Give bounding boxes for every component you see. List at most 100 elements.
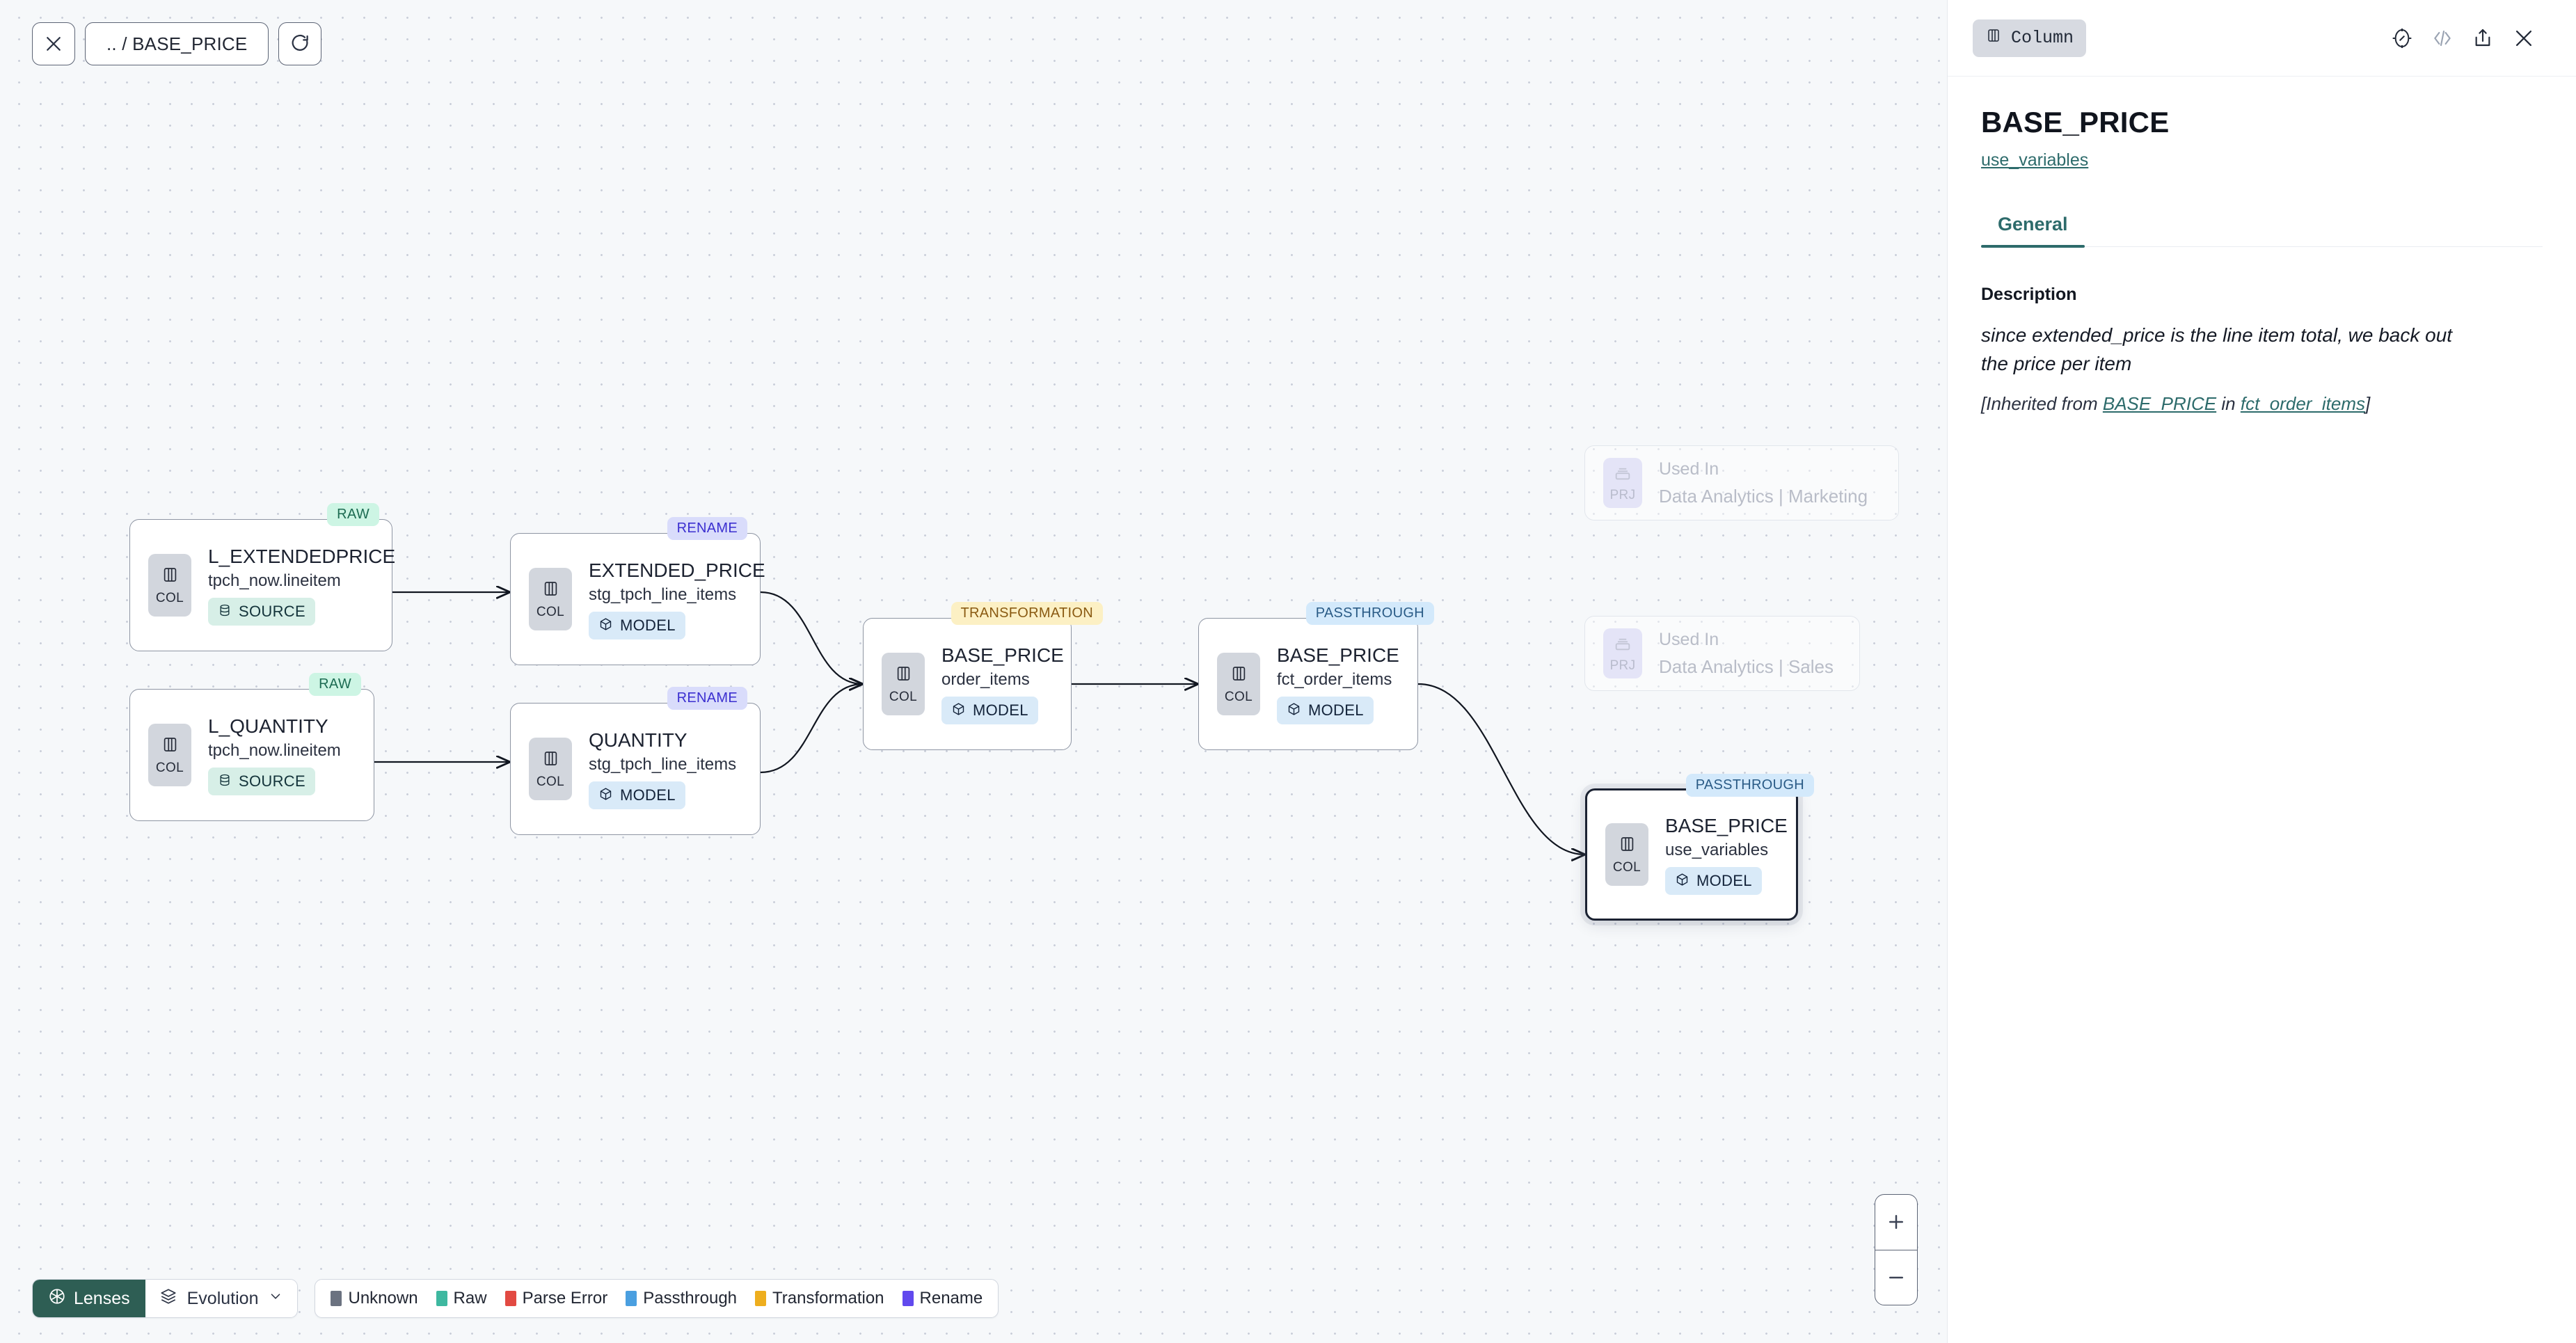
prj-icon-label: PRJ: [1609, 658, 1636, 673]
node-chip-model: MODEL: [1665, 866, 1762, 895]
cube-icon: [598, 617, 613, 635]
lenses-group: Lenses Evolution: [32, 1279, 299, 1318]
col-icon-box: COL: [148, 724, 191, 786]
zoom-out-button[interactable]: [1875, 1250, 1917, 1305]
refresh-button[interactable]: [278, 22, 322, 65]
inherited-column-link[interactable]: BASE_PRICE: [2102, 393, 2217, 415]
column-icon: [161, 734, 180, 758]
prj-icon-box: PRJ: [1603, 628, 1642, 678]
ghost-node-used-in-sales[interactable]: PRJ Used In Data Analytics | Sales: [1584, 616, 1860, 691]
inherited-suffix: ]: [2365, 393, 2371, 415]
ghost-node-subtitle: Data Analytics | Marketing: [1659, 485, 1868, 507]
evolution-label: Evolution: [186, 1288, 259, 1308]
details-panel: Column BASE_PRICE use_variables: [1947, 0, 2576, 1343]
breadcrumb[interactable]: .. / BASE_PRICE: [85, 22, 269, 65]
column-icon: [541, 748, 560, 772]
description-text: since extended_price is the line item to…: [1981, 324, 2453, 374]
canvas-toolbar: .. / BASE_PRICE: [32, 22, 322, 65]
node-order-items[interactable]: TRANSFORMATION COL BASE_PRICE order_item…: [863, 602, 1103, 750]
node-fct-order-items[interactable]: PASSTHROUGH COL BASE_PRICE fct_order_ite…: [1198, 602, 1434, 750]
node-badge-passthrough: PASSTHROUGH: [1305, 602, 1434, 625]
layers-icon: [159, 1287, 177, 1310]
legend-item-raw[interactable]: Raw: [436, 1289, 487, 1308]
legend-swatch: [626, 1291, 637, 1306]
ghost-node-subtitle: Data Analytics | Sales: [1659, 655, 1834, 677]
page-title: BASE_PRICE: [1981, 106, 2170, 138]
node-body: BASE_PRICE use_variables MODEL: [1665, 815, 1788, 895]
node-subtitle: order_items: [941, 669, 1030, 689]
node-subtitle: stg_tpch_line_items: [589, 585, 737, 604]
legend-label: Parse Error: [522, 1289, 608, 1308]
node-quantity[interactable]: RENAME COL QUANTITY stg_tpch_line_items …: [510, 687, 761, 835]
legend-item-unknown[interactable]: Unknown: [331, 1289, 418, 1308]
node-subtitle: use_variables: [1665, 840, 1769, 859]
node-chip-label: SOURCE: [239, 772, 305, 790]
node-title: EXTENDED_PRICE: [589, 559, 765, 581]
zoom-in-button[interactable]: [1875, 1195, 1917, 1250]
model-link[interactable]: use_variables: [1981, 150, 2089, 170]
node-extended-price[interactable]: RENAME COL EXTENDED_PRICE stg_tpch_line_…: [510, 517, 765, 665]
node-chip-label: MODEL: [620, 616, 676, 634]
column-icon: [1985, 26, 2002, 50]
node-body: EXTENDED_PRICE stg_tpch_line_items MODEL: [589, 559, 765, 639]
code-icon[interactable]: [2431, 27, 2454, 49]
node-body: L_QUANTITY tpch_now.lineitem SOURCE: [208, 715, 341, 795]
project-icon: [1612, 633, 1633, 656]
bottom-toolbar: Lenses Evolution Unknown: [32, 1279, 999, 1318]
panel-tabs: General: [1981, 214, 2543, 248]
col-icon-label: COL: [536, 774, 565, 789]
share-icon[interactable]: [2472, 27, 2494, 49]
ghost-node-title: Used In: [1659, 629, 1719, 649]
legend: Unknown Raw Parse Error Passthrough Tran…: [315, 1279, 999, 1318]
ghost-node-used-in-marketing[interactable]: PRJ Used In Data Analytics | Marketing: [1584, 445, 1899, 520]
kind-badge: Column: [1973, 19, 2087, 57]
ghost-node-body: Used In Data Analytics | Marketing: [1659, 459, 1868, 507]
inherited-model-link[interactable]: fct_order_items: [2240, 393, 2366, 415]
close-icon[interactable]: [2512, 26, 2536, 50]
node-badge-raw: RAW: [327, 503, 379, 526]
col-icon-box: COL: [1217, 653, 1260, 715]
aperture-icon: [48, 1287, 66, 1310]
breadcrumb-label: .. / BASE_PRICE: [106, 33, 248, 54]
legend-item-transformation[interactable]: Transformation: [755, 1289, 884, 1308]
description-label: Description: [1981, 285, 2077, 304]
node-l-quantity[interactable]: RAW COL L_QUANTITY tpch_now.lineitem SOU…: [129, 673, 374, 821]
zoom-controls: [1875, 1194, 1918, 1305]
legend-label: Passthrough: [643, 1289, 738, 1308]
cube-icon: [1287, 701, 1301, 720]
close-graph-button[interactable]: [32, 22, 75, 65]
node-body: BASE_PRICE fct_order_items MODEL: [1277, 644, 1399, 724]
col-icon-box: COL: [529, 568, 572, 630]
node-title: L_EXTENDEDPRICE: [208, 545, 396, 567]
inherited-prefix: [Inherited from: [1981, 393, 2103, 415]
evolution-dropdown[interactable]: Evolution: [145, 1280, 298, 1317]
node-use-variables[interactable]: PASSTHROUGH COL BASE_PRICE use_variables…: [1585, 774, 1814, 921]
lineage-canvas[interactable]: .. / BASE_PRICE PRJ: [0, 0, 1947, 1343]
col-icon-box: COL: [148, 554, 191, 617]
prj-icon-label: PRJ: [1609, 488, 1636, 502]
node-l-extendedprice[interactable]: RAW COL L_EXTENDEDPRICE tpch_now.lineite…: [129, 503, 396, 651]
lenses-button[interactable]: Lenses: [33, 1280, 145, 1317]
cube-icon: [598, 786, 613, 804]
col-icon-label: COL: [155, 761, 184, 775]
prj-icon-box: PRJ: [1603, 458, 1642, 508]
cube-icon: [951, 701, 966, 720]
ghost-node-body: Used In Data Analytics | Sales: [1659, 630, 1834, 678]
panel-body: BASE_PRICE use_variables General Descrip…: [1948, 77, 2576, 1343]
node-chip-model: MODEL: [941, 696, 1038, 724]
node-subtitle: stg_tpch_line_items: [589, 754, 737, 774]
col-icon-label: COL: [536, 605, 565, 619]
node-title: BASE_PRICE: [941, 644, 1064, 666]
tab-general[interactable]: General: [1981, 214, 2085, 248]
node-body: QUANTITY stg_tpch_line_items MODEL: [589, 729, 736, 809]
legend-swatch: [902, 1291, 914, 1306]
col-icon-label: COL: [1612, 860, 1641, 875]
node-subtitle: tpch_now.lineitem: [208, 740, 341, 760]
legend-item-parse-error[interactable]: Parse Error: [504, 1289, 608, 1308]
compass-icon[interactable]: [2391, 27, 2413, 49]
node-badge-rename: RENAME: [667, 687, 747, 710]
legend-item-rename[interactable]: Rename: [902, 1289, 983, 1308]
legend-item-passthrough[interactable]: Passthrough: [626, 1289, 737, 1308]
lenses-label: Lenses: [74, 1288, 130, 1308]
chevron-down-icon: [268, 1289, 283, 1309]
